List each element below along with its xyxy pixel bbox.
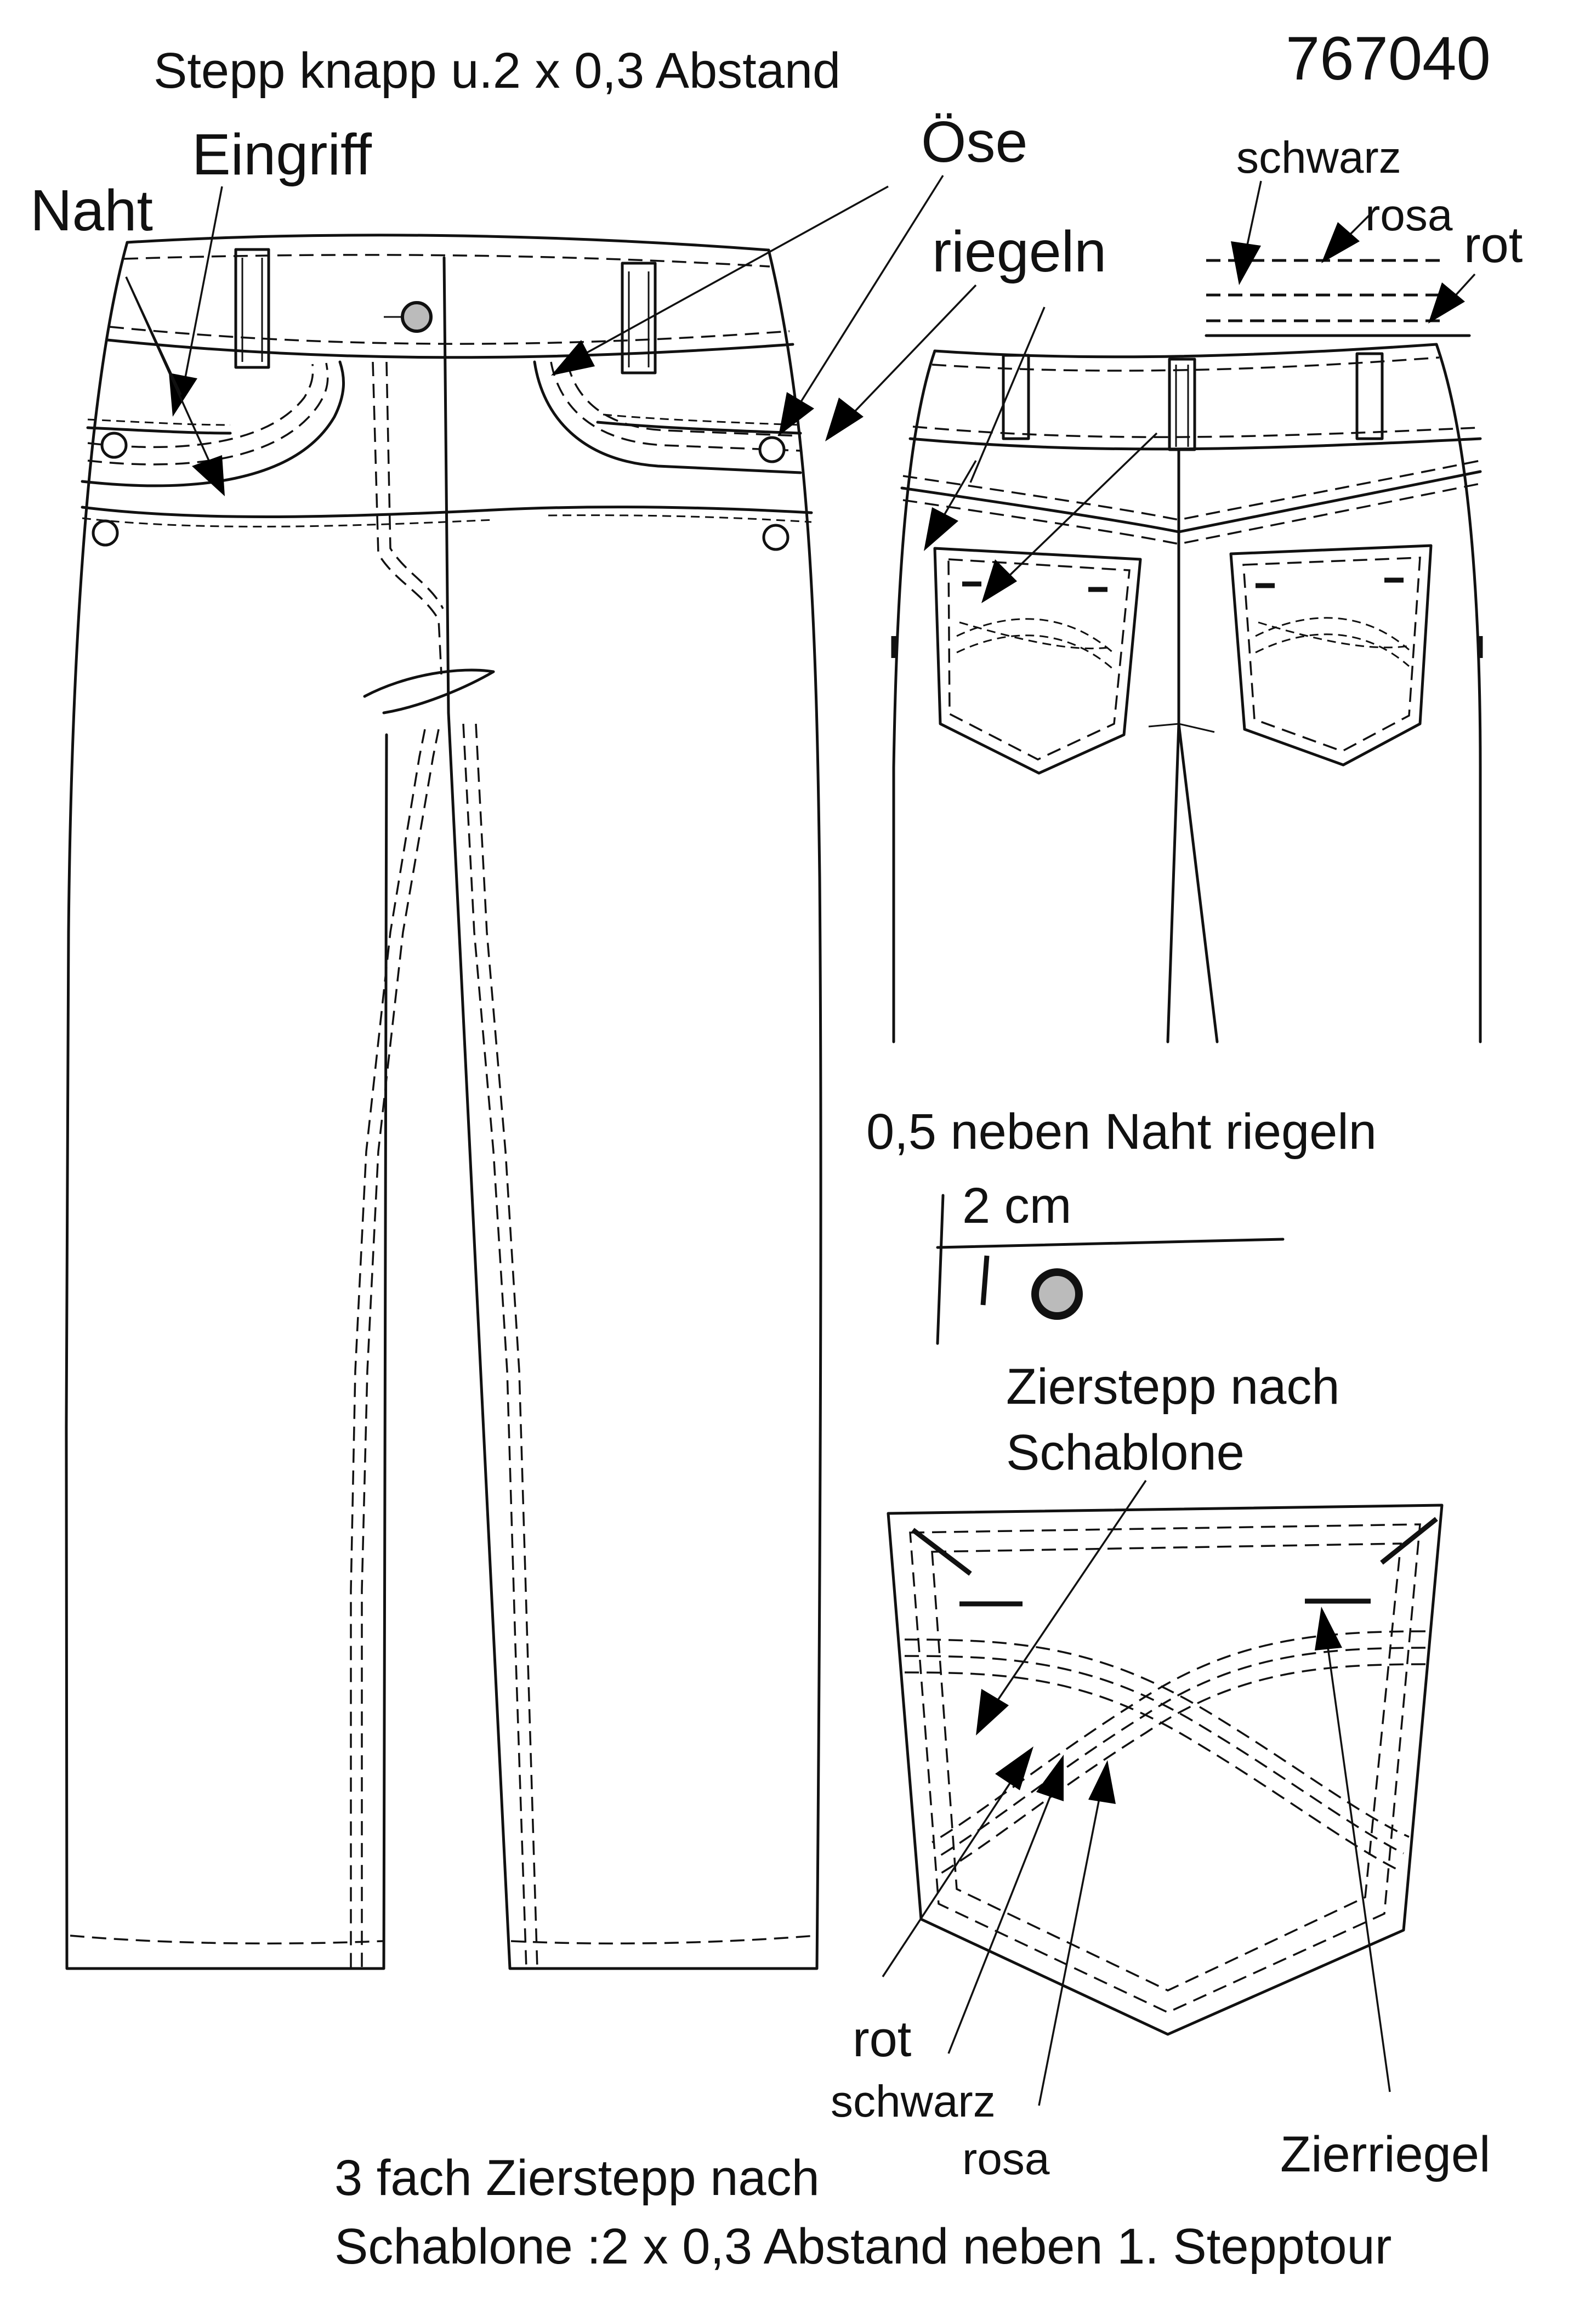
front-annotations: Stepp knapp u.2 x 0,3 Abstand Eingriff N… — [30, 43, 1106, 496]
front-pocket-right-stitch1 — [550, 361, 801, 452]
front-waistband-top — [126, 234, 770, 252]
detail-rivet — [1031, 1268, 1083, 1320]
coin-pocket-left — [86, 426, 232, 435]
front-pocket-left — [81, 360, 345, 487]
back-belt-loop-right — [1355, 352, 1384, 440]
bartack-detail: 0,5 neben Naht riegeln 2 cm — [866, 1104, 1377, 1345]
front-belt-loop-left — [234, 248, 270, 369]
deco-stitch-rot — [904, 1638, 1410, 1838]
front-waistband-stitch-bottom — [109, 326, 790, 345]
front-hem-left — [70, 1935, 383, 1945]
rivet-front-left-top — [100, 432, 128, 459]
thread-legend: schwarz rosa rot — [1205, 133, 1523, 337]
label-two-cm: 2 cm — [962, 1178, 1071, 1234]
fly-stitch-inner — [385, 361, 444, 609]
deco-stitch-rosa — [904, 1671, 1399, 1871]
back-belt-loop-left — [1002, 354, 1030, 440]
footer-note-line1: 3 fach Zierstepp nach — [334, 2150, 820, 2206]
pocket-detail-stitch-outer — [909, 1523, 1421, 2013]
back-outline-left — [892, 349, 936, 1043]
back-pocket-right — [1229, 544, 1433, 767]
deco-stitch-rosa-2 — [937, 1663, 1426, 1876]
back-yoke — [900, 470, 1482, 534]
label-zierstepp-1: Zierstepp nach — [1006, 1359, 1340, 1415]
label-rosa-pocket: rosa — [962, 2134, 1050, 2184]
pocket-detail-outline — [887, 1504, 1444, 2036]
back-pocket-left — [933, 547, 1142, 775]
rivet-front-left-bottom — [92, 519, 119, 547]
coin-pocket-right — [596, 421, 802, 435]
front-pocket-left-stitch2 — [87, 364, 314, 449]
label-neben-naht: 0,5 neben Naht riegeln — [866, 1104, 1377, 1160]
label-zierstepp-2: Schablone — [1006, 1425, 1245, 1480]
front-pocket-right — [533, 360, 802, 474]
front-left-leg-outline — [65, 241, 388, 1970]
label-eingriff: Eingriff — [192, 122, 372, 187]
rivet-front-right-bottom — [762, 524, 790, 551]
fly-break-mark — [363, 668, 495, 714]
fly-edge — [442, 256, 450, 714]
legend-rosa-label: rosa — [1365, 190, 1453, 240]
back-outline-right — [1435, 343, 1482, 1043]
back-belt-loop-center — [1168, 358, 1196, 451]
front-waistband-stitch-top — [123, 254, 770, 268]
detail-seam-line — [936, 1194, 945, 1345]
label-zierriegel: Zierriegel — [1280, 2126, 1490, 2182]
label-stepp-knapp: Stepp knapp u.2 x 0,3 Abstand — [154, 43, 840, 99]
front-hem-right — [510, 1935, 816, 1945]
rivet-front-right-top — [758, 436, 786, 463]
pocket-detail: Zierstepp nach Schablone rot schwarz ros… — [831, 1359, 1490, 2184]
deco-stitch-schwarz-2 — [934, 1647, 1426, 1860]
front-right-leg-outline — [447, 248, 822, 1970]
front-inseam-stitch-left-2 — [350, 729, 426, 1969]
front-pocket-right-stitch2 — [566, 362, 801, 437]
front-inseam-stitch-right-2 — [475, 723, 538, 1969]
label-rot-pocket: rot — [853, 2011, 911, 2067]
front-inseam-stitch-left — [361, 729, 440, 1969]
pocket-detail-stitch-inner — [931, 1542, 1402, 1992]
article-number: 767040 — [1286, 24, 1491, 93]
deco-stitch-schwarz — [904, 1655, 1404, 1854]
front-pocket-left-stitch1 — [87, 362, 329, 466]
label-naht: Naht — [30, 178, 153, 243]
fly-stitch — [372, 361, 442, 675]
legend-schwarz-label: schwarz — [1236, 133, 1401, 183]
footer-note-line2: Schablone :2 x 0,3 Abstand neben 1. Step… — [334, 2219, 1391, 2274]
label-riegeln: riegeln — [932, 219, 1106, 284]
front-inseam-stitch-right — [462, 723, 527, 1969]
back-view — [891, 307, 1483, 1043]
label-schwarz-pocket: schwarz — [831, 2077, 996, 2126]
front-button — [401, 301, 433, 333]
front-waistband-bottom — [106, 338, 794, 359]
label-oese: Öse — [921, 110, 1027, 174]
legend-rot-label: rot — [1464, 217, 1523, 273]
back-center-seam — [1166, 448, 1180, 1043]
front-view — [65, 234, 822, 1970]
